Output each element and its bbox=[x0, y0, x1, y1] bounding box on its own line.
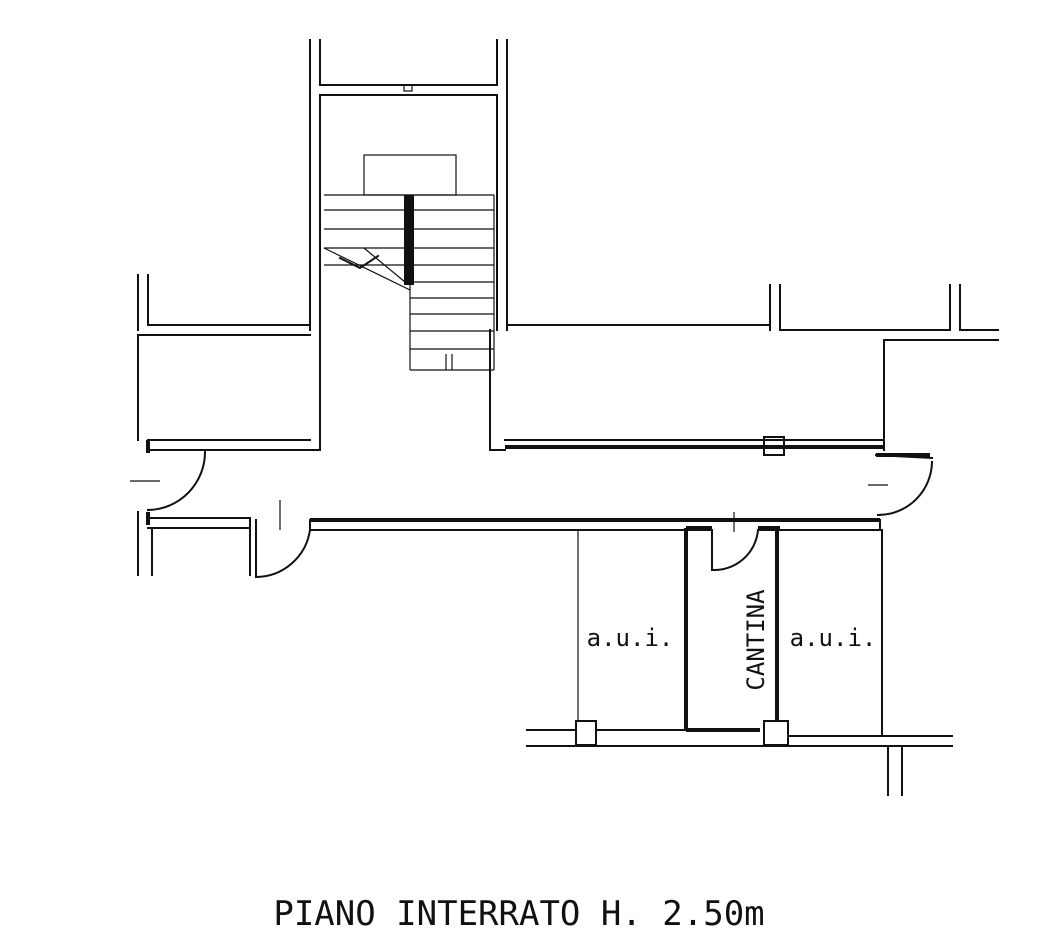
cellar-walls bbox=[526, 526, 953, 796]
room-label-aui-right: a.u.i. bbox=[790, 624, 877, 652]
room-label-aui-left: a.u.i. bbox=[587, 624, 674, 652]
door-swings bbox=[130, 449, 934, 579]
plan-title: PIANO INTERRATO H. 2.50m bbox=[273, 894, 764, 934]
staircase bbox=[323, 194, 495, 371]
room-label-cantina: CANTINA bbox=[742, 589, 770, 691]
upper-walls bbox=[137, 274, 999, 451]
